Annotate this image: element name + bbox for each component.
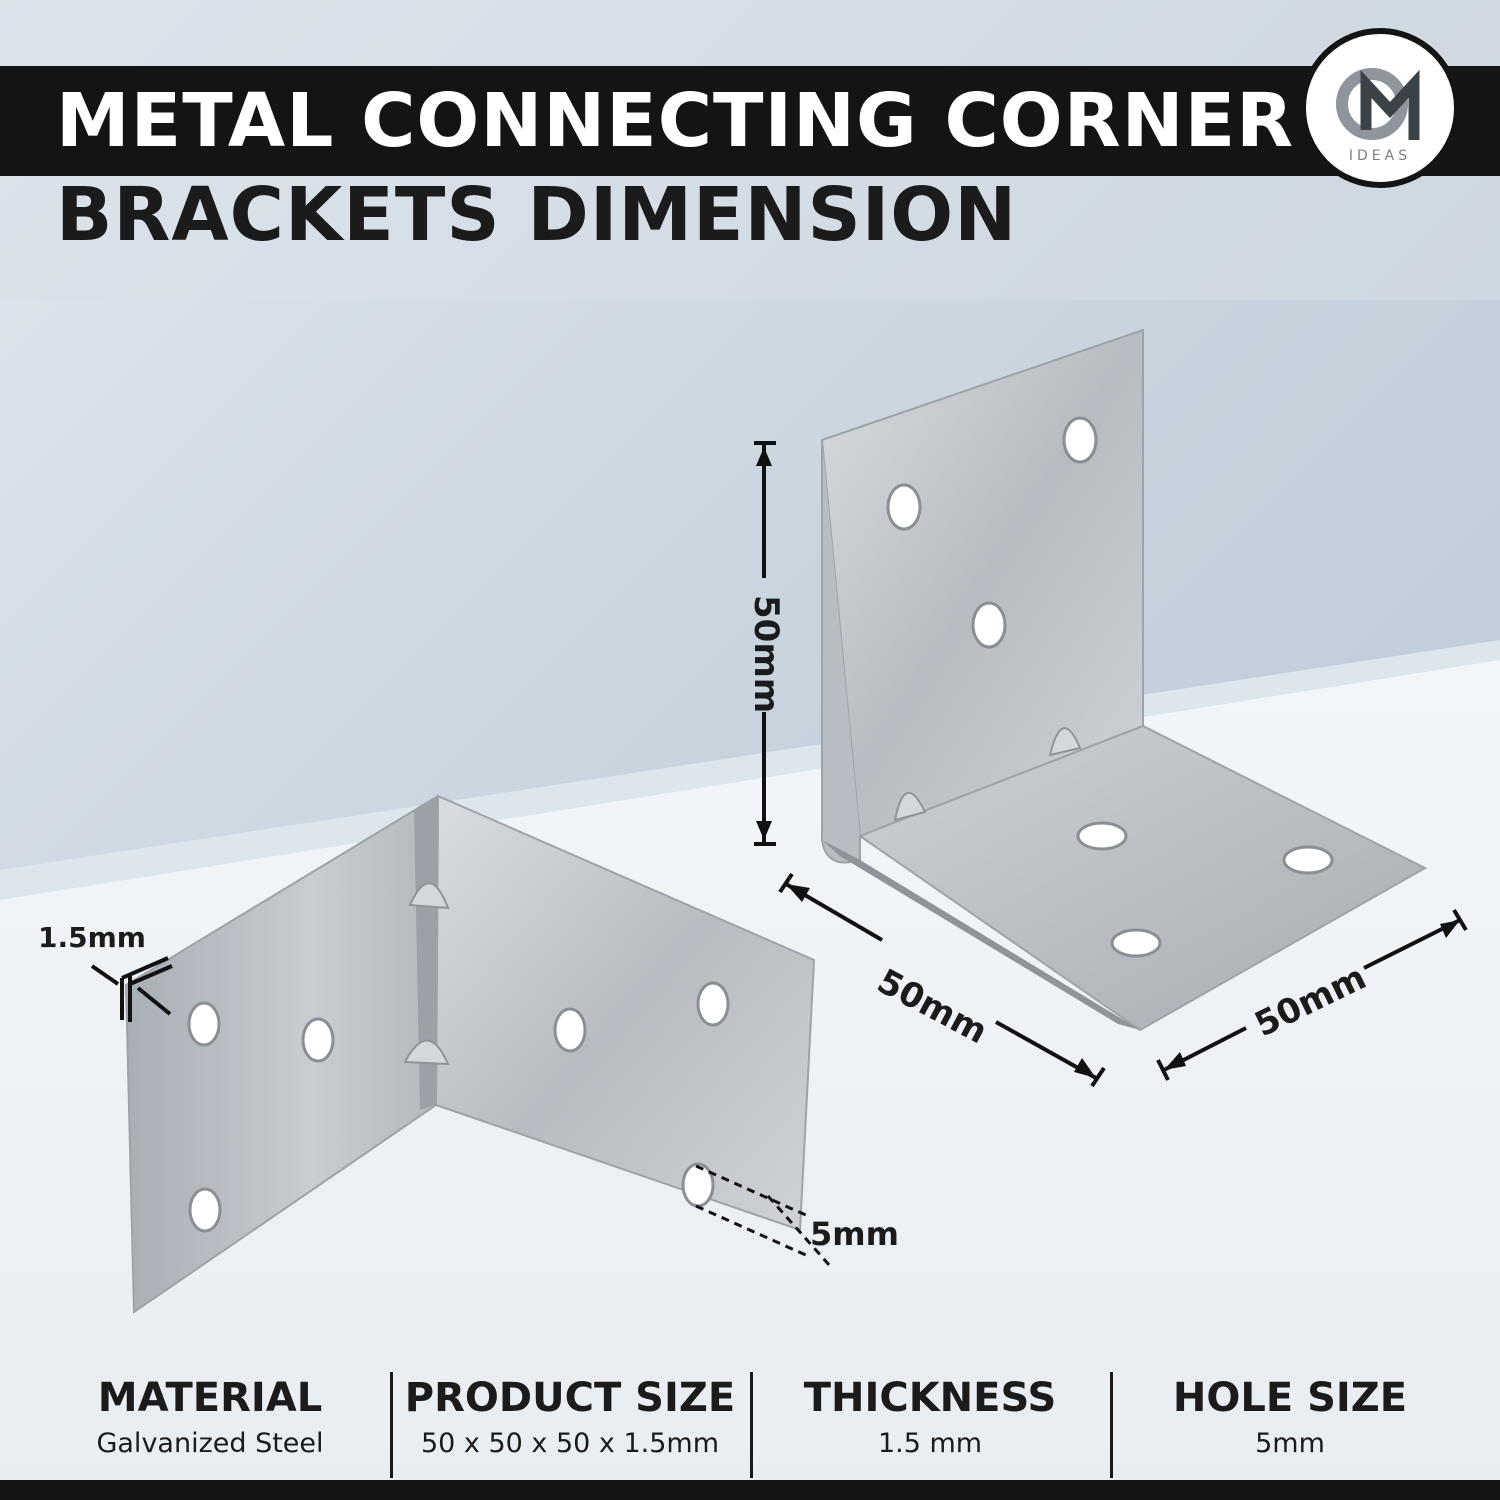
spec-row: MATERIAL Galvanized Steel PRODUCT SIZE 5…	[30, 1370, 1470, 1480]
spec-value: 50 x 50 x 50 x 1.5mm	[420, 1428, 720, 1459]
dimension-height-line	[754, 441, 776, 846]
bottom-bar	[0, 1480, 1500, 1500]
spec-value: Galvanized Steel	[96, 1428, 324, 1459]
spec-material: MATERIAL Galvanized Steel	[30, 1370, 390, 1480]
bracket-left	[124, 794, 816, 1314]
spec-label: MATERIAL	[97, 1375, 323, 1421]
spec-label: PRODUCT SIZE	[404, 1375, 736, 1421]
dimension-depth-line	[1156, 908, 1468, 1081]
height-dimension-label: 50mm	[746, 595, 786, 714]
brand-logo-subtext: IDEAS	[1348, 148, 1412, 164]
bracket-right	[820, 328, 1428, 1032]
spec-value: 5mm	[1255, 1428, 1325, 1459]
hole-dimension-label: 5mm	[810, 1215, 899, 1253]
dimension-width-line	[778, 872, 1106, 1088]
spec-hole-size: HOLE SIZE 5mm	[1110, 1370, 1470, 1480]
spec-thickness: THICKNESS 1.5 mm	[750, 1370, 1110, 1480]
spec-label: THICKNESS	[803, 1375, 1057, 1421]
page-subtitle: BRACKETS DIMENSION	[56, 172, 1018, 258]
brand-logo: IDEAS	[1300, 28, 1460, 188]
thickness-dimension-label: 1.5mm	[38, 921, 146, 954]
title-bar	[0, 66, 1500, 176]
dimension-hole-marker	[695, 1164, 832, 1267]
brand-logo-icon	[1336, 68, 1420, 140]
spec-product-size: PRODUCT SIZE 50 x 50 x 50 x 1.5mm	[390, 1370, 750, 1480]
dimension-thickness-marker	[90, 956, 173, 1022]
page-title: METAL CONNECTING CORNER	[56, 78, 1295, 164]
spec-label: HOLE SIZE	[1172, 1375, 1408, 1421]
spec-value: 1.5 mm	[877, 1428, 983, 1459]
